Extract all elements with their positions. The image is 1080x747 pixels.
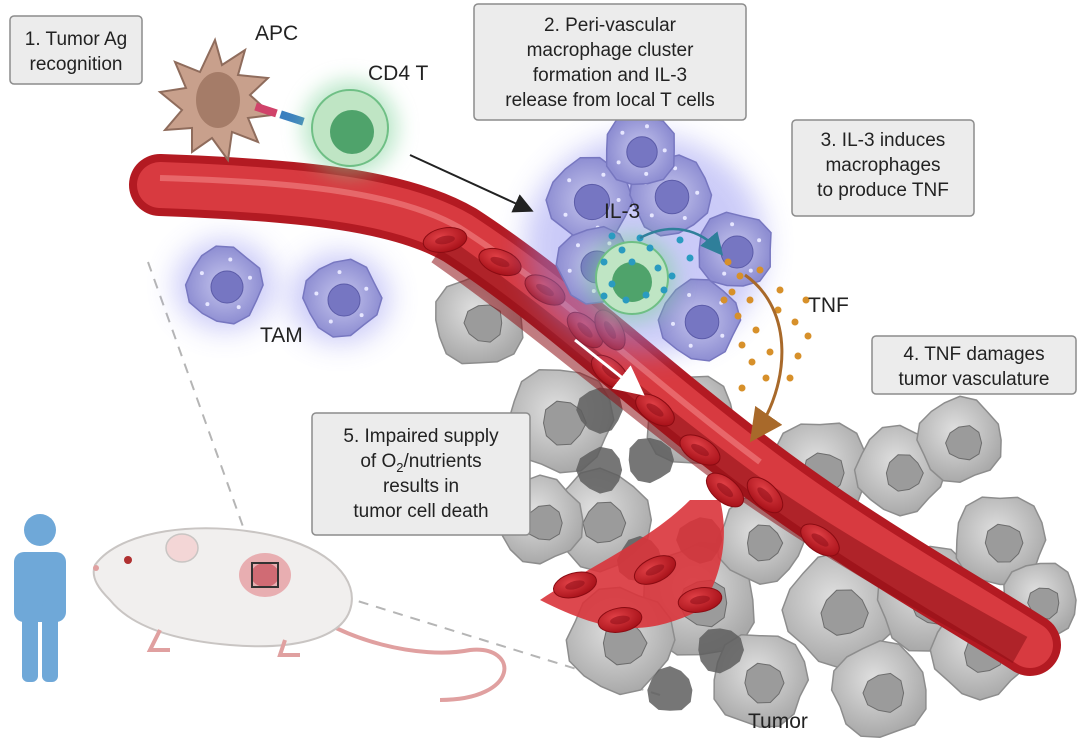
tnf-molecule: [724, 258, 732, 266]
tnf-molecule: [804, 332, 812, 340]
step4-line1: 4. TNF damages: [903, 344, 1044, 365]
tnf-molecule: [791, 318, 799, 326]
red-blood-cell: [746, 476, 784, 514]
step3-box: 3. IL-3 induces macrophages to produce T…: [791, 119, 975, 217]
tnf-molecule: [734, 312, 742, 320]
macrophage: [605, 113, 675, 186]
red-blood-cell: [422, 227, 468, 253]
tnf-molecule: [766, 348, 774, 356]
step2-line1: 2. Peri-vascular: [544, 15, 677, 36]
step3-line3: to produce TNF: [817, 180, 949, 201]
step2-box: 2. Peri-vascular macrophage cluster form…: [473, 3, 747, 121]
cd4-label: CD4 T: [368, 62, 428, 85]
il3-molecule: [608, 232, 616, 240]
il3-molecule: [686, 254, 694, 262]
tumor-cell: [830, 640, 927, 738]
apc-label: APC: [255, 22, 298, 45]
step5-line4: tumor cell death: [353, 501, 488, 522]
il3-arrow: [639, 227, 724, 256]
il3-molecule: [622, 296, 630, 304]
red-blood-cell: [478, 247, 522, 277]
migration-arrow: [409, 154, 534, 213]
step1-line1: 1. Tumor Ag: [25, 29, 127, 50]
red-blood-cell: [633, 555, 677, 585]
tnf-molecule: [736, 272, 744, 280]
red-blood-cell: [677, 587, 723, 613]
il3-molecule: [628, 258, 636, 266]
red-blood-cell: [553, 571, 597, 599]
red-blood-cell: [635, 393, 675, 427]
step3-line2: macrophages: [825, 155, 940, 176]
tnf-label: TNF: [808, 294, 849, 317]
macrophage: [184, 245, 264, 325]
il3-molecule: [618, 246, 626, 254]
mouse-icon: [92, 527, 507, 702]
tnf-molecule: [794, 352, 802, 360]
tnf-molecule: [776, 286, 784, 294]
tumor-cell: [916, 395, 1002, 483]
il3-dots: [600, 232, 694, 304]
red-blood-cell: [800, 523, 840, 557]
tnf-molecule: [748, 358, 756, 366]
step2-line2: macrophage cluster: [527, 40, 695, 61]
macrophage: [698, 211, 772, 287]
apc-cell: [157, 37, 305, 163]
human-figure-icon: [14, 514, 66, 682]
il3-molecule: [646, 244, 654, 252]
tnf-arrow: [744, 273, 784, 443]
il3-molecule: [600, 258, 608, 266]
il3-molecule: [642, 291, 650, 299]
red-blood-cell: [597, 607, 643, 633]
tnf-molecule: [738, 341, 746, 349]
step4-box: 4. TNF damages tumor vasculature: [871, 335, 1077, 395]
blood-flow-arrow: [574, 338, 645, 396]
macrophage: [302, 258, 383, 338]
macrophage: [545, 156, 634, 244]
step5-line3: results in: [383, 476, 459, 497]
macrophage: [657, 278, 742, 362]
il3-molecule: [654, 264, 662, 272]
step5-line2: of O2/nutrients: [360, 451, 481, 475]
tnf-molecule: [738, 384, 746, 392]
tnf-dots: [720, 258, 812, 392]
step4-line2: tumor vasculature: [898, 369, 1049, 390]
il3-molecule: [660, 286, 668, 294]
il3-molecule: [608, 280, 616, 288]
tnf-molecule: [802, 296, 810, 304]
tnf-molecule: [746, 296, 754, 304]
red-blood-cell: [705, 472, 745, 508]
step2-line3: formation and IL-3: [533, 65, 687, 86]
necrotic-debris: [576, 446, 623, 494]
tnf-molecule: [762, 374, 770, 382]
tam-label: TAM: [260, 324, 303, 347]
il3-molecule: [676, 236, 684, 244]
tnf-molecule: [728, 288, 736, 296]
red-blood-cell: [679, 434, 721, 466]
step2-line4: release from local T cells: [505, 90, 714, 111]
necrotic-debris: [628, 438, 674, 484]
il3-molecule: [600, 292, 608, 300]
tnf-molecule: [756, 266, 764, 274]
il3-label: IL-3: [604, 200, 640, 223]
il3-molecule: [668, 272, 676, 280]
step3-line1: 3. IL-3 induces: [821, 130, 946, 151]
necrotic-debris: [647, 666, 693, 711]
necrotic-debris: [698, 628, 744, 674]
cd4-t-cell: [302, 80, 398, 176]
step5-box: 5. Impaired supply of O2/nutrients resul…: [311, 412, 531, 536]
step5-line1: 5. Impaired supply: [343, 426, 499, 447]
tnf-molecule: [752, 326, 760, 334]
tnf-molecule: [786, 374, 794, 382]
tnf-molecule: [774, 306, 782, 314]
step1-line2: recognition: [30, 54, 123, 75]
cluster-t-cell: [588, 234, 676, 322]
tumor-label: Tumor: [748, 710, 808, 733]
step1-box: 1. Tumor Ag recognition: [9, 15, 143, 85]
tnf-molecule: [720, 296, 728, 304]
